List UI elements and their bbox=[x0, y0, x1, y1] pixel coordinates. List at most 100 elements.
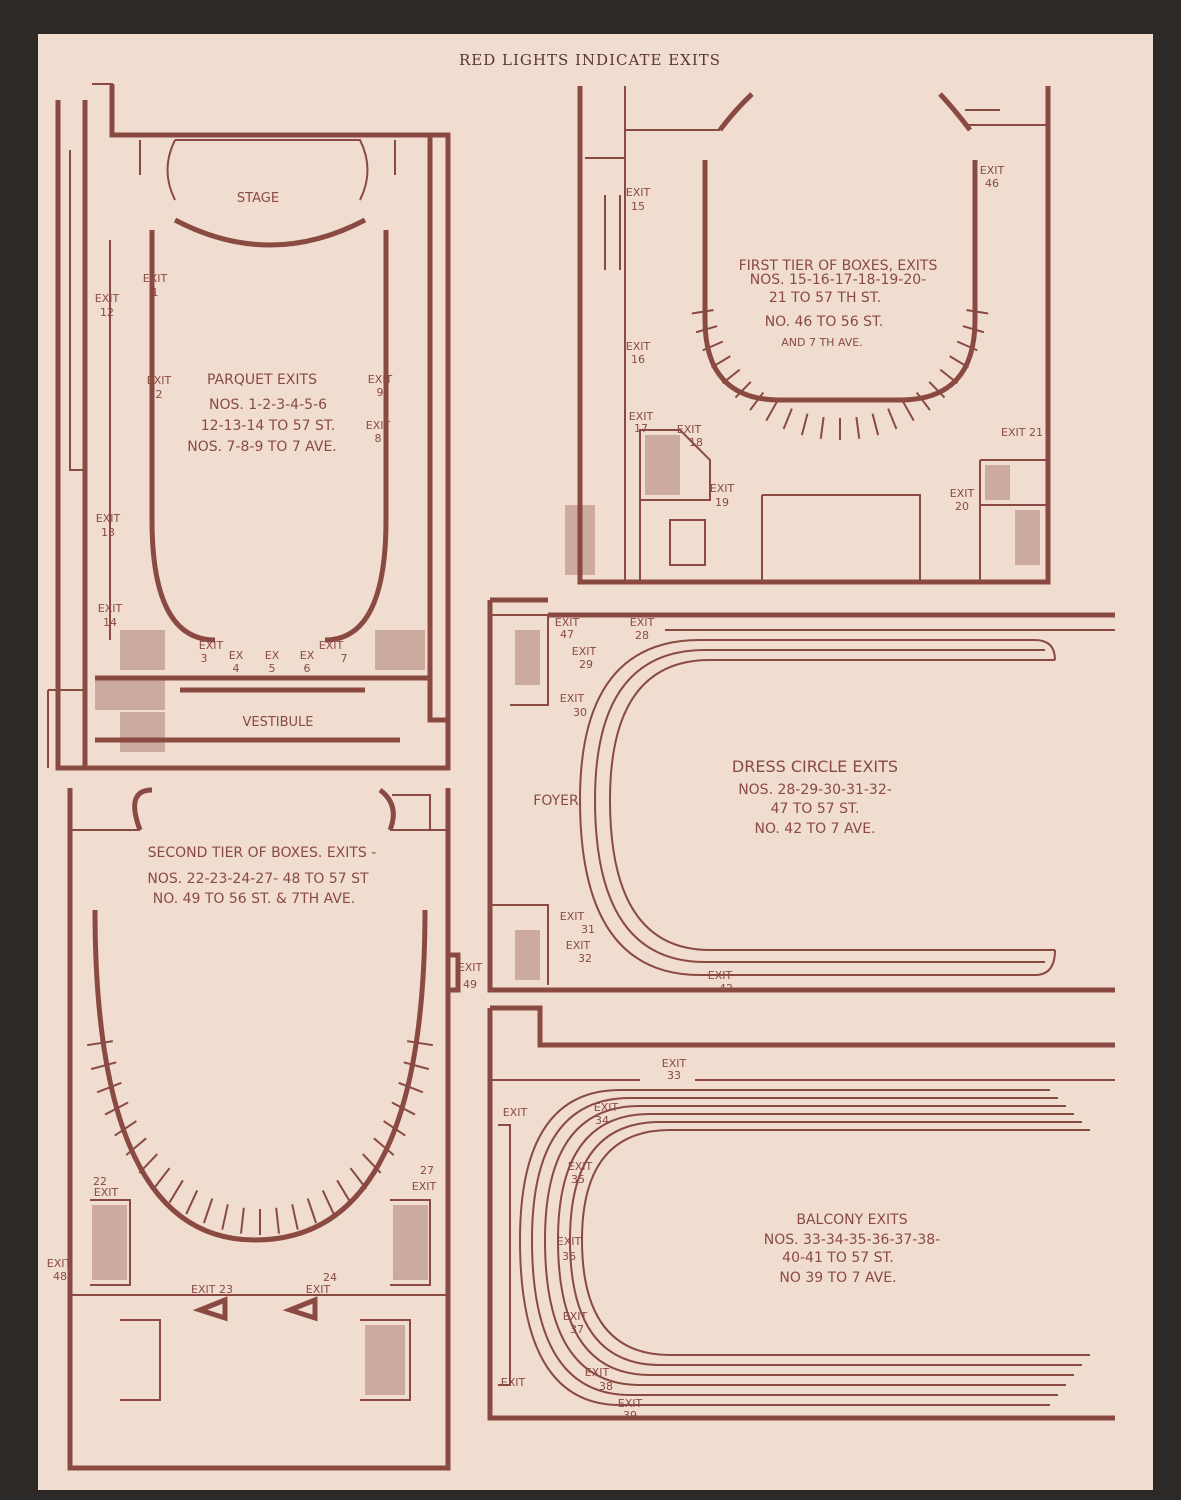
box-partition bbox=[221, 1204, 229, 1230]
exit-47-a: EXIT bbox=[555, 616, 580, 629]
exit-18-a: EXIT bbox=[677, 423, 702, 436]
exit-6-a: EX bbox=[300, 649, 315, 662]
exit-24-a: 24 bbox=[323, 1271, 337, 1284]
exit-8-b: 8 bbox=[375, 432, 382, 445]
dress-circle-line-2: 47 TO 57 ST. bbox=[771, 801, 860, 817]
exit-38-a: EXIT bbox=[585, 1366, 610, 1379]
box-partition bbox=[956, 340, 978, 352]
box-partition bbox=[949, 355, 969, 369]
parquet-line-1: NOS. 1-2-3-4-5-6 bbox=[209, 397, 327, 413]
box-partition bbox=[721, 368, 741, 385]
exit-bottom-a: EXIT bbox=[501, 1376, 526, 1389]
exit-7-b: 7 bbox=[341, 652, 348, 665]
first-tier-title: FIRST TIER OF BOXES, EXITS bbox=[739, 258, 938, 274]
parquet-title: PARQUET EXITS bbox=[207, 372, 317, 388]
exit-19-a: EXIT bbox=[710, 482, 735, 495]
exit-20-b: 20 bbox=[955, 500, 969, 513]
exit-28-b: 28 bbox=[635, 629, 649, 642]
box-partition bbox=[104, 1101, 129, 1116]
exit-12-a: EXIT bbox=[95, 292, 120, 305]
exit-29-a: EXIT bbox=[572, 645, 597, 658]
exit-37-b: 37 bbox=[570, 1323, 584, 1336]
exit-19-b: 19 bbox=[715, 496, 729, 509]
page-header: RED LIGHTS INDICATE EXITS bbox=[459, 51, 721, 69]
box-partition bbox=[373, 1137, 395, 1156]
box-partition bbox=[962, 325, 985, 334]
exit-39-b: 39 bbox=[623, 1409, 637, 1422]
box-partition bbox=[765, 400, 778, 422]
exit-6-b: 6 bbox=[304, 662, 311, 675]
exit-36-a: EXIT bbox=[557, 1235, 582, 1248]
exit-8-a: EXIT bbox=[366, 419, 391, 432]
box-partition bbox=[403, 1061, 430, 1071]
exit-2-b: 2 bbox=[156, 388, 163, 401]
stage-label: STAGE bbox=[237, 191, 279, 206]
box-partition bbox=[349, 1167, 368, 1190]
balcony-plan: BALCONY EXITS NOS. 33-34-35-36-37-38- 40… bbox=[487, 1005, 1115, 1422]
exit-15-a: EXIT bbox=[626, 186, 651, 199]
second-tier-line-1: NOS. 22-23-24-27- 48 TO 57 ST bbox=[147, 871, 369, 887]
box-partition bbox=[928, 381, 946, 399]
exit-17-a: EXIT bbox=[629, 410, 654, 423]
exit-5-b: 5 bbox=[269, 662, 276, 675]
box-partition bbox=[240, 1207, 245, 1234]
exit-4-b: 4 bbox=[233, 662, 240, 675]
dress-circle-title: DRESS CIRCLE EXITS bbox=[732, 757, 898, 776]
exit-5-a: EX bbox=[265, 649, 280, 662]
parquet-line-2: 12-13-14 TO 57 ST. bbox=[201, 418, 336, 434]
exit-33-a: EXIT bbox=[662, 1057, 687, 1070]
exit-49-b: 49 bbox=[463, 978, 477, 991]
exit-29-b: 29 bbox=[579, 658, 593, 671]
box-partition bbox=[114, 1120, 137, 1137]
exit-47-b: 47 bbox=[560, 628, 574, 641]
exit-34-a: EXIT bbox=[594, 1101, 619, 1114]
exit-37-a: EXIT bbox=[563, 1310, 588, 1323]
exit-46-a: EXIT bbox=[980, 164, 1005, 177]
exit-1-b: 1 bbox=[152, 286, 159, 299]
parquet-plan: STAGE VESTIBULE PARQUET EXITS NOS. 1-2-3… bbox=[47, 83, 451, 771]
box-partition bbox=[185, 1190, 199, 1215]
balcony-line-1: NOS. 33-34-35-36-37-38- bbox=[764, 1232, 940, 1248]
exit-35-a: EXIT bbox=[568, 1160, 593, 1173]
exit-17-b: 17 bbox=[634, 422, 648, 435]
exit-4-a: EX bbox=[229, 649, 244, 662]
box-partition bbox=[306, 1198, 318, 1224]
exit-13-b: 13 bbox=[101, 526, 115, 539]
balcony-title: BALCONY EXITS bbox=[796, 1212, 907, 1228]
box-partition bbox=[695, 325, 718, 334]
second-tier-line-2: NO. 49 TO 56 ST. & 7TH AVE. bbox=[153, 891, 355, 907]
exit-35-b: 35 bbox=[571, 1173, 585, 1186]
exit-32-a: EXIT bbox=[566, 939, 591, 952]
exit-9-b: 9 bbox=[377, 386, 384, 399]
exit-39-a: EXIT bbox=[618, 1397, 643, 1410]
box-partition bbox=[691, 309, 714, 315]
first-tier-line-2: 21 TO 57 TH ST. bbox=[769, 290, 881, 306]
box-partition bbox=[86, 1040, 113, 1047]
dress-circle-plan: FOYER DRESS CIRCLE EXITS NOS. 28-29-30-3… bbox=[487, 597, 1115, 995]
box-partition bbox=[902, 400, 915, 422]
balcony-line-3: NO 39 TO 7 AVE. bbox=[779, 1270, 896, 1286]
exit-14-a: EXIT bbox=[98, 602, 123, 615]
exit-31-b: 31 bbox=[581, 923, 595, 936]
exit-2-a: EXIT bbox=[147, 374, 172, 387]
exit-34-b: 34 bbox=[595, 1114, 609, 1127]
first-tier-plan: FIRST TIER OF BOXES, EXITS NOS. 15-16-17… bbox=[565, 86, 1051, 585]
exit-1-a: EXIT bbox=[143, 272, 168, 285]
paper-sheet bbox=[38, 34, 1153, 1490]
exit-24-b: EXIT bbox=[306, 1283, 331, 1296]
box-partition bbox=[391, 1101, 416, 1116]
box-partition bbox=[939, 368, 959, 385]
exit-32-b: 32 bbox=[578, 952, 592, 965]
exit-3-b: 3 bbox=[201, 652, 208, 665]
exit-9-a: EXIT bbox=[368, 373, 393, 386]
box-partition bbox=[383, 1120, 406, 1137]
box-partition bbox=[855, 416, 861, 439]
exit-27-b: EXIT bbox=[412, 1180, 437, 1193]
box-partition bbox=[90, 1061, 117, 1071]
exit-15-b: 15 bbox=[631, 200, 645, 213]
exit-22-a: 22 bbox=[93, 1175, 107, 1188]
box-partition bbox=[168, 1179, 184, 1204]
exit-21-a: EXIT 21 bbox=[1001, 426, 1043, 439]
box-partition bbox=[782, 408, 793, 430]
